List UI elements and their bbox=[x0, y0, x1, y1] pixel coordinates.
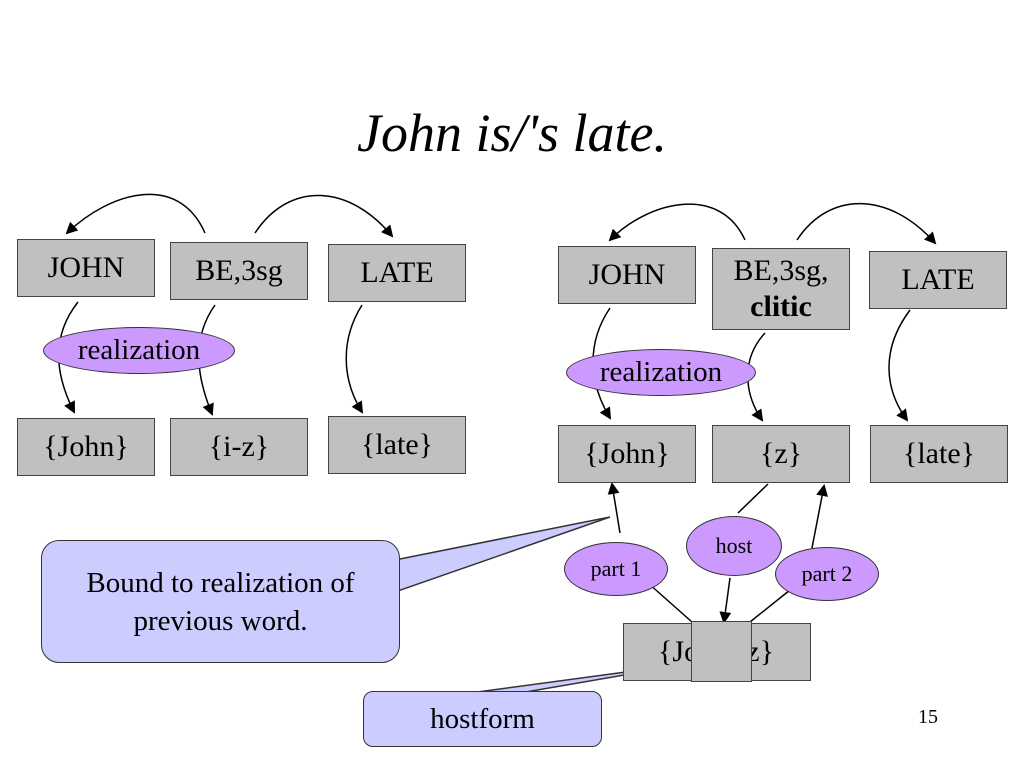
arc-be-to-john-left bbox=[65, 193, 206, 235]
right-form-late: {late} bbox=[870, 425, 1008, 483]
part1-to-hostform-line bbox=[647, 582, 693, 623]
right-realization-ellipse: realization bbox=[566, 349, 756, 396]
bound-callout: Bound to realization of previous word. bbox=[41, 540, 400, 663]
host-ellipse: host bbox=[686, 516, 782, 576]
left-realization-ellipse: realization bbox=[43, 327, 235, 374]
right-form-john: {John} bbox=[558, 425, 696, 483]
left-word-john: JOHN bbox=[17, 239, 155, 297]
arc-be-to-late-left bbox=[254, 194, 394, 238]
left-word-late: LATE bbox=[328, 244, 466, 302]
right-word-be-line2: clitic bbox=[750, 290, 812, 323]
real-late-left bbox=[345, 304, 364, 414]
host-down-arrow bbox=[719, 577, 732, 624]
hostform-callout: hostform bbox=[363, 691, 602, 747]
right-word-be-line1: BE,3sg, bbox=[733, 254, 829, 287]
slide-title: John is/'s late. bbox=[356, 103, 668, 163]
left-form-john: {John} bbox=[17, 418, 155, 476]
left-word-be: BE,3sg bbox=[170, 242, 308, 300]
host-square bbox=[691, 621, 752, 682]
part2-ellipse: part 2 bbox=[775, 547, 879, 601]
part1-ellipse: part 1 bbox=[564, 542, 668, 596]
right-form-z: {z} bbox=[712, 425, 850, 483]
part2-to-hostform-line bbox=[749, 589, 791, 623]
arc-be-to-john-right bbox=[608, 203, 746, 242]
host-to-z-line bbox=[737, 483, 769, 514]
part1-arrow bbox=[607, 482, 621, 534]
real-late-right bbox=[888, 309, 911, 422]
arc-be-to-late-right bbox=[796, 202, 937, 245]
page-number: 15 bbox=[918, 706, 938, 728]
right-word-be-clitic: BE,3sg, clitic bbox=[712, 248, 850, 330]
right-word-john: JOHN bbox=[558, 246, 696, 304]
right-word-late: LATE bbox=[869, 251, 1007, 309]
left-form-iz: {i-z} bbox=[170, 418, 308, 476]
left-form-late: {late} bbox=[328, 416, 466, 474]
part2-arrow bbox=[811, 484, 828, 549]
